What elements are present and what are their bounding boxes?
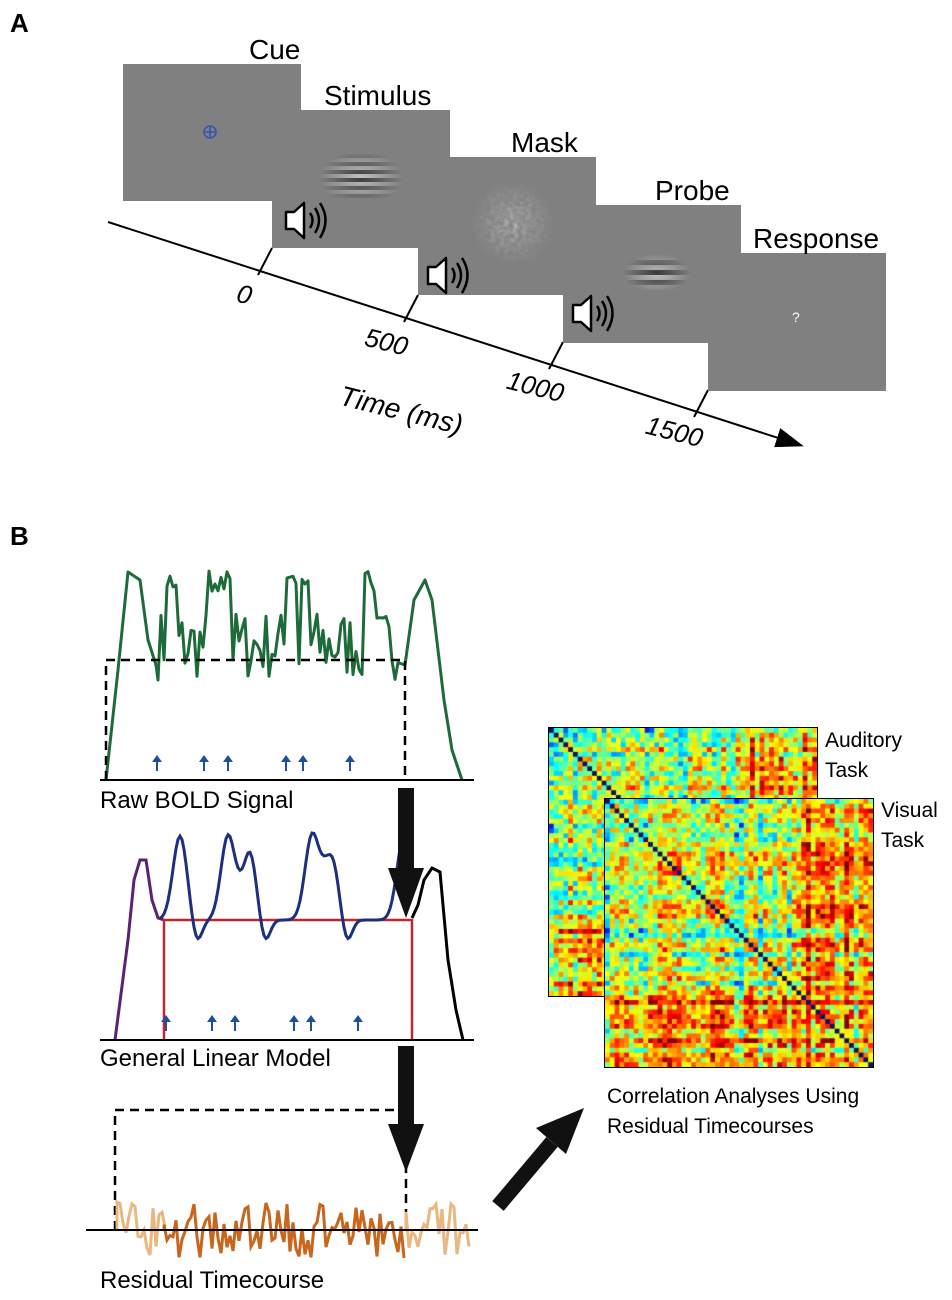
event-marker-arrow: [223, 755, 233, 771]
noise-mask: [471, 181, 555, 265]
panel-b-letter: B: [10, 521, 29, 551]
raw-bold-trace: [104, 569, 464, 781]
flow-arrow-down-2: [388, 1046, 424, 1172]
visual-task-line1: Visual: [881, 799, 938, 822]
raw-event-markers: [152, 755, 355, 771]
frame-title-response: Response: [753, 223, 880, 254]
event-marker-arrow: [152, 755, 162, 771]
residual-label: Residual Timecourse: [100, 1267, 325, 1294]
speaker-icon: [426, 256, 469, 295]
correlation-caption-line1: Correlation Analyses Using: [607, 1085, 860, 1108]
raw-bold-plot: [100, 569, 474, 781]
glm-event-markers: [161, 1015, 363, 1031]
glm-label: General Linear Model: [100, 1045, 331, 1072]
correlation-caption: Correlation Analyses Using Residual Time…: [607, 1082, 859, 1142]
event-marker-arrow: [161, 1015, 171, 1031]
response-screen: ?: [708, 253, 886, 391]
frame-title-mask: Mask: [511, 127, 578, 158]
auditory-task-line1: Auditory: [825, 729, 903, 752]
glm-right-trace: [410, 866, 465, 1041]
fixation-cross-icon: [203, 125, 217, 139]
auditory-task-line2: Task: [825, 759, 869, 782]
event-marker-arrow: [298, 755, 308, 771]
glm-left-trace: [113, 858, 165, 1041]
event-marker-arrow: [230, 1015, 240, 1031]
event-marker-arrow: [306, 1015, 316, 1031]
frame-title-stimulus: Stimulus: [324, 80, 432, 111]
residual-trace: [162, 1202, 406, 1259]
glm-fit-trace: [159, 831, 414, 941]
flow-arrow-down-1: [388, 788, 424, 918]
frame-title-cue: Cue: [249, 34, 301, 65]
event-marker-arrow: [353, 1015, 363, 1031]
frame-title-probe: Probe: [655, 175, 730, 206]
event-marker-arrow: [345, 755, 355, 771]
correlation-caption-line2: Residual Timecourses: [607, 1115, 814, 1138]
probe-grating: [619, 255, 695, 290]
raw-boxcar: [104, 658, 407, 780]
event-marker-arrow: [281, 755, 291, 771]
event-marker-arrow: [207, 1015, 217, 1031]
visual-matrix: [604, 798, 874, 1068]
visual-task-line2: Task: [881, 829, 925, 852]
residual-edge-trace: [115, 1199, 471, 1256]
speaker-icon: [571, 294, 614, 333]
event-marker-arrow: [289, 1015, 299, 1031]
stimulus-grating: [312, 154, 410, 198]
raw-bold-label: Raw BOLD Signal: [100, 787, 294, 814]
glm-plot: [100, 831, 474, 1041]
auditory-task-label: Auditory Task: [825, 726, 902, 786]
response-question-mark: ?: [792, 309, 800, 325]
event-marker-arrow: [199, 755, 209, 771]
flow-arrow-diagonal: [492, 1108, 584, 1211]
glm-boxcar: [162, 918, 414, 1040]
visual-task-label: Visual Task: [881, 796, 938, 856]
speaker-icon: [284, 201, 327, 240]
cue-screen: [123, 64, 301, 201]
panel-a-letter: A: [10, 8, 29, 38]
